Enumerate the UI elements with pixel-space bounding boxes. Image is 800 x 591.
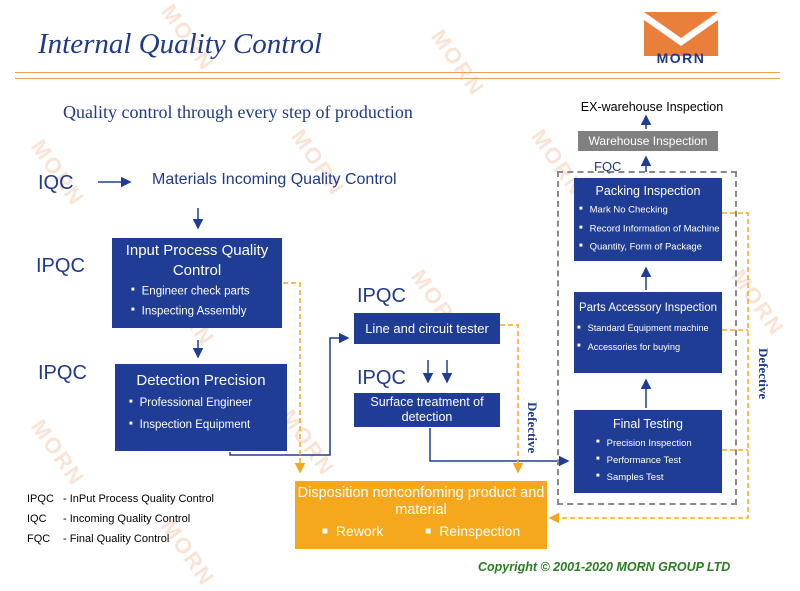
defective-label-right: Defective [756,348,771,400]
detection-precision-box: Detection Precision Professional Enginee… [115,364,287,451]
defective-path-line [500,324,524,474]
legend: IPQC - InPut Process Quality Control IQC -… [27,489,214,549]
header-divider [15,78,780,79]
list-item: Accessories for buying [577,338,722,357]
logo-text: MORN [656,50,706,66]
ipqc-label-1: IPQC [36,255,85,277]
final-testing-title: Final Testing [613,417,683,431]
parts-accessory-title: Parts Accessory Inspection [578,302,718,314]
legend-desc: - Final Quality Control [63,533,170,545]
defective-path-input [283,282,306,474]
list-item: Performance Test [596,452,722,469]
disposition-title: Disposition nonconfoming product and mat… [297,485,545,518]
list-item: Record Information of Machine [579,220,722,239]
packing-inspection-box: Packing Inspection Mark No Checking Reco… [574,178,722,261]
ipqc-label-2: IPQC [38,362,87,384]
ex-warehouse-label: EX-warehouse Inspection [580,100,724,114]
materials-incoming-label: Materials Incoming Quality Control [152,171,397,188]
page-title: Internal Quality Control [38,28,323,60]
input-process-box: Input Process Quality Control Engineer c… [112,238,282,328]
page-subtitle: Quality control through every step of pr… [63,102,413,122]
disposition-box: Disposition nonconfoming product and mat… [295,481,547,549]
morn-logo-icon [644,12,718,56]
list-item: Precision Inspection [596,435,722,452]
list-item: Mark No Checking [579,201,722,220]
list-item: Professional Engineer [129,392,287,414]
list-item: Inspecting Assembly [131,302,282,322]
list-item: Samples Test [596,469,722,486]
reinspection-option: Reinspection [425,523,520,539]
list-item: Standard Equipment machine [577,319,722,338]
legend-key: IPQC [27,493,54,505]
legend-item: IQC - Incoming Quality Control [27,509,214,529]
defective-label-left: Defective [525,402,540,454]
ipqc-label-4: IPQC [357,367,406,389]
legend-item: IPQC - InPut Process Quality Control [27,489,214,509]
iqc-label: IQC [38,172,74,194]
ipqc-label-3: IPQC [357,285,406,307]
list-item: Quantity, Form of Package [579,238,722,257]
surface-treatment-box: Surface treatment of detection [354,393,500,427]
final-testing-box: Final Testing Precision Inspection Perfo… [574,410,722,493]
legend-key: IQC [27,513,47,525]
legend-key: FQC [27,533,51,545]
input-process-title: Input Process Quality Control [125,242,269,279]
legend-desc: - Incoming Quality Control [63,513,191,525]
connector-detection-to-line [229,332,350,456]
header-divider [15,72,780,73]
list-item: Engineer check parts [131,282,282,302]
line-tester-box: Line and circuit tester [354,313,500,344]
fqc-group-frame [557,171,737,505]
detection-precision-title: Detection Precision [136,372,266,389]
copyright-text: Copyright © 2001-2020 MORN GROUP LTD [478,560,731,574]
packing-inspection-title: Packing Inspection [595,184,701,198]
legend-desc: - InPut Process Quality Control [63,493,215,505]
fqc-label: FQC [594,159,622,174]
list-item: Inspection Equipment [129,414,287,436]
legend-item: FQC - Final Quality Control [27,529,214,549]
rework-option: Rework [322,523,383,539]
warehouse-inspection-box: Warehouse Inspection [578,131,718,151]
connector-surface-to-final [429,428,570,467]
parts-accessory-box: Parts Accessory Inspection Standard Equi… [574,292,722,373]
